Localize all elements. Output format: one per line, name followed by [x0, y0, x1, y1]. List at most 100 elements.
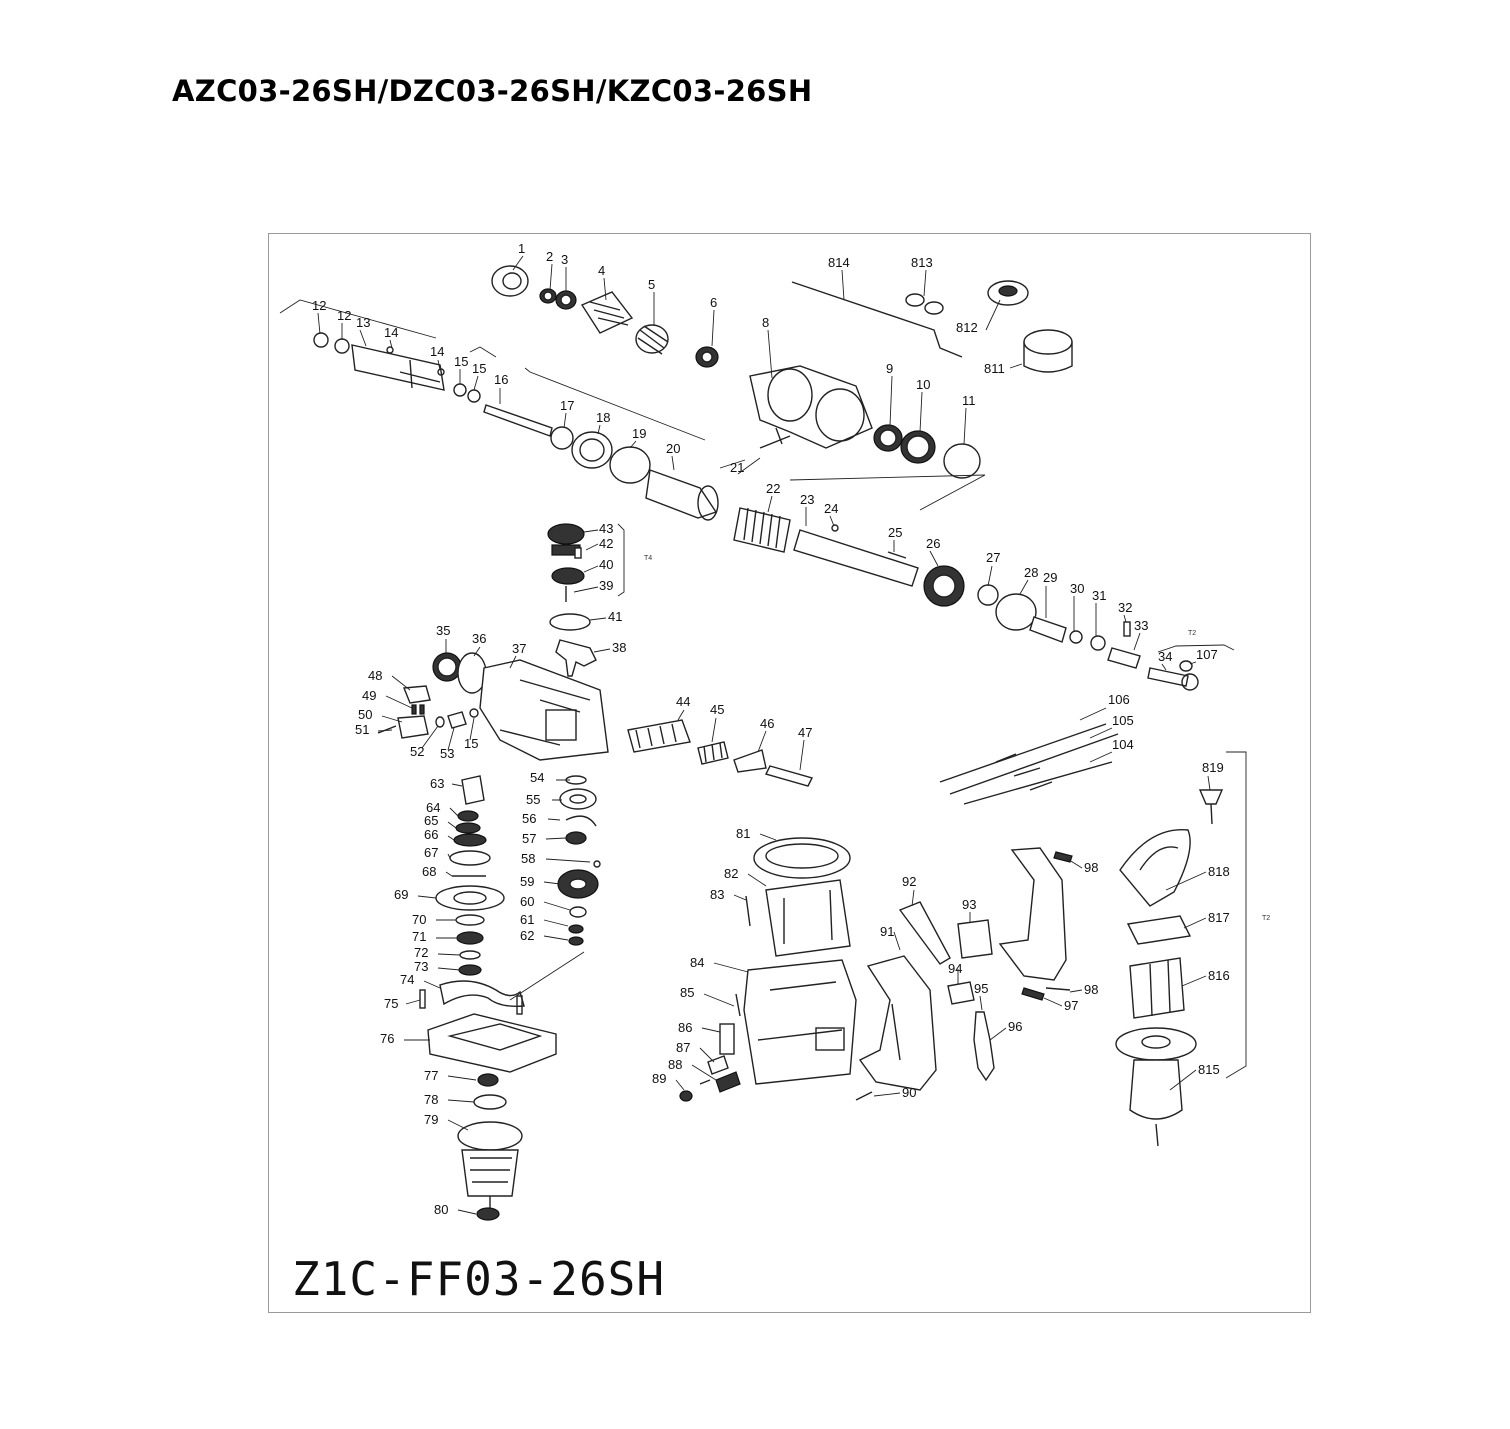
part-label: 93: [962, 897, 976, 912]
part-label: 3: [561, 252, 568, 267]
part-label: 70: [412, 912, 426, 927]
part-label: 66: [424, 827, 438, 842]
part-label: 58: [521, 851, 535, 866]
shaft-assembly: [279, 265, 1235, 691]
part-label: 81: [736, 826, 750, 841]
part-label: 55: [526, 792, 540, 807]
part-label: 14: [430, 344, 444, 359]
part-label: 57: [522, 831, 536, 846]
part-label: 13: [356, 315, 370, 330]
bracket-label: T4: [644, 555, 652, 562]
part-label: 819: [1202, 760, 1224, 775]
part-label: 97: [1064, 998, 1078, 1013]
part-label: 1: [518, 241, 525, 256]
part-label: 91: [880, 924, 894, 939]
part-label: 60: [520, 894, 534, 909]
part-label: 105: [1112, 713, 1134, 728]
part-label: 87: [676, 1040, 690, 1055]
part-label: 5: [648, 277, 655, 292]
lower-left-assembly: [419, 775, 601, 1221]
part-label: 65: [424, 813, 438, 828]
part-label: 53: [440, 746, 454, 761]
part-label: 15: [464, 736, 478, 751]
part-label: 75: [384, 996, 398, 1011]
part-label: 27: [986, 550, 1000, 565]
handle-assembly: [858, 847, 1073, 1091]
part-label: 8: [762, 315, 769, 330]
part-label: 76: [380, 1031, 394, 1046]
part-label: 43: [599, 521, 613, 536]
part-label: 813: [911, 255, 933, 270]
part-label: 79: [424, 1112, 438, 1127]
part-label: 46: [760, 716, 774, 731]
motor-housing-assembly: [679, 837, 873, 1102]
part-label: 78: [424, 1092, 438, 1107]
part-label: 52: [410, 744, 424, 759]
part-label: 25: [888, 525, 902, 540]
part-label: 811: [984, 361, 1005, 376]
part-label: 69: [394, 887, 408, 902]
part-label: 11: [962, 393, 976, 408]
part-label: 96: [1008, 1019, 1022, 1034]
part-label: 20: [666, 441, 680, 456]
part-label: 77: [424, 1068, 438, 1083]
part-label: 73: [414, 959, 428, 974]
part-label: 12: [312, 298, 326, 313]
part-label: 29: [1043, 570, 1057, 585]
part-label: 80: [434, 1202, 448, 1217]
part-label: 72: [414, 945, 428, 960]
part-label: 106: [1108, 692, 1130, 707]
part-label: 90: [902, 1085, 916, 1100]
part-label: 15: [454, 354, 468, 369]
part-label: 814: [828, 255, 850, 270]
part-label: 49: [362, 688, 376, 703]
diagram-frame: [268, 233, 1311, 1313]
part-label: 59: [520, 874, 534, 889]
model-code: Z1C-FF03-26SH: [292, 1252, 666, 1306]
leader-lines: [317, 255, 1211, 1215]
part-number-labels: 1 2 3 4 5 6 8 814 813 812 811 9 10 11 12…: [312, 241, 1270, 1217]
bracket-label: T2: [1262, 915, 1270, 922]
part-label: 74: [400, 972, 414, 987]
part-label: 2: [546, 249, 553, 264]
bracket-label: T2: [1188, 630, 1196, 637]
part-label: 98: [1084, 860, 1098, 875]
part-label: 61: [520, 912, 534, 927]
part-label: 32: [1118, 600, 1132, 615]
part-label: 6: [710, 295, 717, 310]
page-title: AZC03-26SH/DZC03-26SH/KZC03-26SH: [172, 74, 813, 108]
part-label: 4: [598, 263, 605, 278]
part-label: 42: [599, 536, 613, 551]
part-label: 54: [530, 770, 544, 785]
part-label: 82: [724, 866, 738, 881]
part-label: 41: [608, 609, 622, 624]
part-label: 98: [1084, 982, 1098, 997]
part-label: 33: [1134, 618, 1148, 633]
part-label: 18: [596, 410, 610, 425]
part-label: 24: [824, 501, 838, 516]
part-label: 815: [1198, 1062, 1220, 1077]
part-label: 64: [426, 800, 440, 815]
part-label: 84: [690, 955, 704, 970]
part-label: 31: [1092, 588, 1106, 603]
part-label: 62: [520, 928, 534, 943]
part-label: 47: [798, 725, 812, 740]
part-label: 50: [358, 707, 372, 722]
part-label: 21: [730, 460, 744, 475]
part-label: 30: [1070, 581, 1084, 596]
part-label: 12: [337, 308, 351, 323]
part-label: 10: [916, 377, 930, 392]
part-label: 16: [494, 372, 508, 387]
part-label: 9: [886, 361, 893, 376]
part-label: 44: [676, 694, 690, 709]
part-label: 89: [652, 1071, 666, 1086]
part-label: 95: [974, 981, 988, 996]
part-label: 48: [368, 668, 382, 683]
part-label: 19: [632, 426, 646, 441]
part-label: 107: [1196, 647, 1218, 662]
part-label: 85: [680, 985, 694, 1000]
part-label: 94: [948, 961, 962, 976]
part-label: 36: [472, 631, 486, 646]
part-label: 56: [522, 811, 536, 826]
